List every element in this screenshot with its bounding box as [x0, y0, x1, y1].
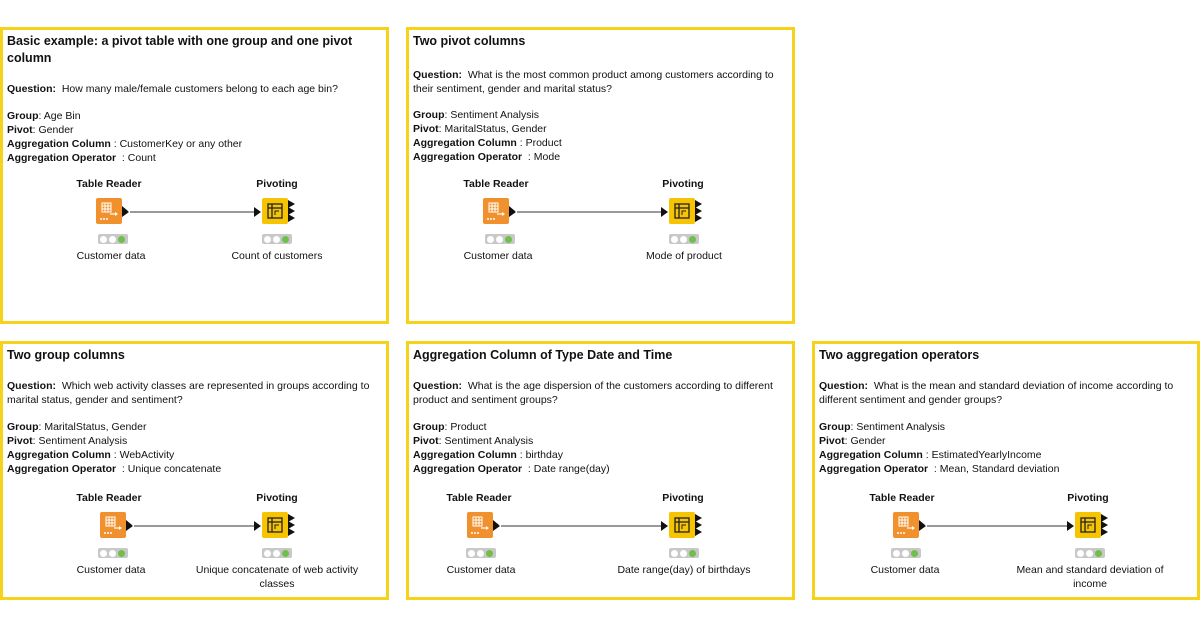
- pivoting-title: Pivoting: [662, 178, 704, 190]
- pivoting-status: [669, 548, 699, 558]
- question-line: Question: What is the most common produc…: [413, 69, 774, 95]
- agg-op-line: Aggregation Operator : Mean, Standard de…: [819, 463, 1060, 475]
- group-line: Group: Product: [413, 421, 487, 433]
- agg-op-line: Aggregation Operator : Count: [7, 152, 156, 164]
- pivot-line: Pivot: Gender: [7, 124, 74, 136]
- pivoting-node[interactable]: [262, 512, 295, 538]
- panel-title: Two pivot columns: [413, 34, 526, 48]
- agg-op-line: Aggregation Operator : Date range(day): [413, 463, 610, 475]
- table-reader-icon: [467, 512, 493, 538]
- pivoting-status: [262, 548, 292, 558]
- panel-two-aggregation-operators: Two aggregation operators Question: What…: [812, 341, 1200, 600]
- pivoting-title: Pivoting: [256, 492, 298, 504]
- panel-title: Two aggregation operators: [819, 348, 980, 362]
- table-reader-node[interactable]: [467, 512, 499, 538]
- pivoting-icon: [669, 512, 695, 538]
- table-reader-node[interactable]: [893, 512, 925, 538]
- table-reader-status: [98, 234, 128, 244]
- connection-arrow: [122, 207, 261, 217]
- group-line: Group: Sentiment Analysis: [413, 109, 540, 121]
- panel-title: Basic example: a pivot table with one gr…: [7, 34, 353, 65]
- table-reader-title: Table Reader: [463, 178, 529, 190]
- table-reader-status: [485, 234, 515, 244]
- question-text: What is the most common product among cu…: [413, 69, 774, 95]
- table-reader-node[interactable]: [100, 512, 132, 538]
- panel-two-group-columns: Two group columns Question: Which web ac…: [0, 341, 389, 600]
- pivoting-status: [262, 234, 292, 244]
- pivoting-caption: Unique concatenate of web activity class…: [195, 564, 359, 590]
- pivoting-node[interactable]: [669, 198, 702, 224]
- pivoting-caption: Mode of product: [646, 250, 722, 262]
- table-reader-icon: [893, 512, 919, 538]
- pivoting-node[interactable]: [262, 198, 295, 224]
- pivoting-icon: [262, 512, 288, 538]
- table-reader-node[interactable]: [96, 198, 128, 224]
- table-reader-icon: [96, 198, 122, 224]
- pivoting-caption: Date range(day) of birthdays: [617, 564, 751, 576]
- connection-arrow: [509, 207, 668, 217]
- pivot-line: Pivot: Gender: [819, 435, 886, 447]
- panel-title: Two group columns: [7, 348, 125, 362]
- group-line: Group: MaritalStatus, Gender: [7, 421, 147, 433]
- agg-col-line: Aggregation Column : CustomerKey or any …: [7, 138, 243, 150]
- table-reader-status: [98, 548, 128, 558]
- connection-arrow: [493, 521, 668, 531]
- table-reader-node[interactable]: [483, 198, 515, 224]
- question-text: How many male/female customers belong to…: [61, 83, 338, 95]
- pivoting-icon: [262, 198, 288, 224]
- agg-col-line: Aggregation Column : WebActivity: [7, 449, 175, 461]
- pivot-line: Pivot: MaritalStatus, Gender: [413, 123, 547, 135]
- table-reader-caption: Customer data: [446, 564, 516, 576]
- table-reader-caption: Customer data: [76, 250, 146, 262]
- panel-two-pivot-columns: Two pivot columns Question: What is the …: [406, 27, 795, 324]
- agg-col-line: Aggregation Column : EstimatedYearlyInco…: [819, 449, 1042, 461]
- table-reader-icon: [483, 198, 509, 224]
- table-reader-title: Table Reader: [76, 492, 142, 504]
- table-reader-title: Table Reader: [869, 492, 935, 504]
- question-line: Question: How many male/female customers…: [7, 83, 338, 95]
- panel-title: Aggregation Column of Type Date and Time: [413, 348, 673, 362]
- pivoting-icon: [669, 198, 695, 224]
- pivoting-status: [1075, 548, 1105, 558]
- connection-arrow: [126, 521, 261, 531]
- question-text: What is the mean and standard deviation …: [819, 380, 1174, 406]
- pivoting-status: [669, 234, 699, 244]
- pivoting-caption: Mean and standard deviation of income: [1016, 564, 1164, 590]
- agg-op-line: Aggregation Operator : Unique concatenat…: [7, 463, 222, 475]
- table-reader-status: [466, 548, 496, 558]
- pivot-line: Pivot: Sentiment Analysis: [7, 435, 128, 447]
- table-reader-status: [891, 548, 921, 558]
- agg-col-line: Aggregation Column : Product: [413, 137, 562, 149]
- pivoting-caption: Count of customers: [231, 250, 323, 262]
- pivoting-node[interactable]: [669, 512, 702, 538]
- pivot-line: Pivot: Sentiment Analysis: [413, 435, 534, 447]
- panel-basic-example: Basic example: a pivot table with one gr…: [0, 27, 389, 324]
- pivoting-title: Pivoting: [1067, 492, 1109, 504]
- table-reader-title: Table Reader: [446, 492, 512, 504]
- pivoting-icon: [1075, 512, 1101, 538]
- question-text: What is the age dispersion of the custom…: [413, 380, 773, 406]
- table-reader-title: Table Reader: [76, 178, 142, 190]
- connection-arrow: [919, 521, 1074, 531]
- question-line: Question: Which web activity classes are…: [7, 380, 370, 406]
- group-line: Group: Sentiment Analysis: [819, 421, 946, 433]
- agg-op-line: Aggregation Operator : Mode: [413, 151, 561, 163]
- table-reader-icon: [100, 512, 126, 538]
- question-text: Which web activity classes are represent…: [7, 380, 370, 406]
- pivoting-title: Pivoting: [662, 492, 704, 504]
- pivoting-node[interactable]: [1075, 512, 1108, 538]
- pivoting-title: Pivoting: [256, 178, 298, 190]
- panel-date-time-aggregation: Aggregation Column of Type Date and Time…: [406, 341, 795, 600]
- agg-col-line: Aggregation Column : birthday: [413, 449, 563, 461]
- table-reader-caption: Customer data: [463, 250, 533, 262]
- table-reader-caption: Customer data: [870, 564, 940, 576]
- group-line: Group: Age Bin: [7, 110, 81, 122]
- question-line: Question: What is the mean and standard …: [819, 380, 1174, 406]
- table-reader-caption: Customer data: [76, 564, 146, 576]
- question-line: Question: What is the age dispersion of …: [413, 380, 773, 406]
